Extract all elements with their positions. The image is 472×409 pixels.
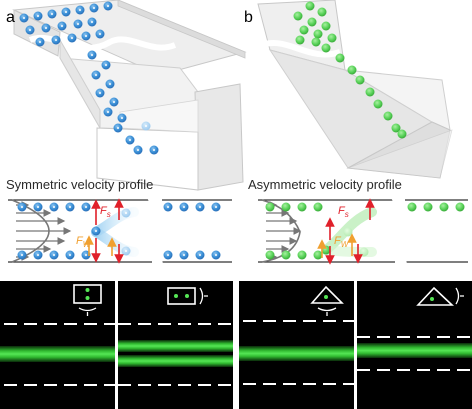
wall-force-label: FW xyxy=(334,235,350,249)
asymmetric-profile-heading: Asymmetric velocity profile xyxy=(248,177,402,192)
particle xyxy=(321,245,331,255)
particle xyxy=(359,247,369,257)
panel-d-micrographs: d xyxy=(239,281,472,409)
focused-stream xyxy=(239,346,354,361)
symmetric-velocity-arrows xyxy=(16,201,72,261)
particle xyxy=(313,29,323,39)
particle xyxy=(281,202,291,212)
particle xyxy=(347,65,357,75)
particle xyxy=(321,43,331,53)
triangular-cross-section-icon xyxy=(310,285,344,304)
velocity-profile-icon xyxy=(455,287,464,305)
asymmetric-velocity-arrows xyxy=(266,201,302,261)
velocity-profile-icon xyxy=(317,307,337,316)
focused-stream xyxy=(118,355,233,367)
particle xyxy=(455,202,465,212)
particle xyxy=(355,75,365,85)
particle xyxy=(391,123,401,133)
particle xyxy=(321,21,331,31)
particle xyxy=(281,250,291,260)
particle xyxy=(313,250,323,260)
particle xyxy=(373,99,383,109)
particle xyxy=(439,202,449,212)
asymmetric-profile-diagram: Fs FW xyxy=(258,194,468,267)
particle xyxy=(313,202,323,212)
symmetric-profile-diagram: Fs FW xyxy=(8,194,232,267)
wall-force-label: FW xyxy=(76,235,92,249)
particle xyxy=(365,87,375,97)
particle xyxy=(295,35,305,45)
particle xyxy=(299,25,309,35)
particle xyxy=(311,37,321,47)
particle xyxy=(317,7,327,17)
panel-label-d: d xyxy=(244,288,253,305)
particle xyxy=(305,1,315,11)
panel-label-a: a xyxy=(6,9,15,26)
particle xyxy=(293,11,303,21)
particle xyxy=(297,250,307,260)
triangular-cross-section-icon xyxy=(416,286,455,306)
focused-stream xyxy=(118,340,233,352)
velocity-profile-icon xyxy=(78,307,97,316)
panel-label-c: c xyxy=(5,288,13,305)
particle xyxy=(407,202,417,212)
panel-a-particles xyxy=(19,1,159,155)
focused-stream xyxy=(357,343,472,358)
rectangular-cross-section-icon xyxy=(167,287,196,305)
velocity-profile-icon xyxy=(199,287,208,305)
particle xyxy=(335,53,345,63)
panel-c-micrographs: c xyxy=(0,281,233,409)
shear-force-label: Fs xyxy=(338,205,349,219)
particle xyxy=(383,111,393,121)
particle xyxy=(423,202,433,212)
symmetric-profile-heading: Symmetric velocity profile xyxy=(6,177,154,192)
rectangular-cross-section-icon xyxy=(73,284,102,304)
particle xyxy=(265,250,275,260)
panel-b-channel xyxy=(257,0,453,179)
panel-b-particles xyxy=(293,1,407,139)
particle xyxy=(265,202,275,212)
particle xyxy=(397,129,407,139)
panel-a-channel xyxy=(12,0,247,191)
particle xyxy=(327,33,337,43)
particle xyxy=(343,227,353,237)
shear-force-label: Fs xyxy=(100,205,111,219)
particle xyxy=(307,17,317,27)
focused-stream xyxy=(0,346,115,362)
panel-label-b: b xyxy=(244,9,253,26)
particle xyxy=(297,202,307,212)
